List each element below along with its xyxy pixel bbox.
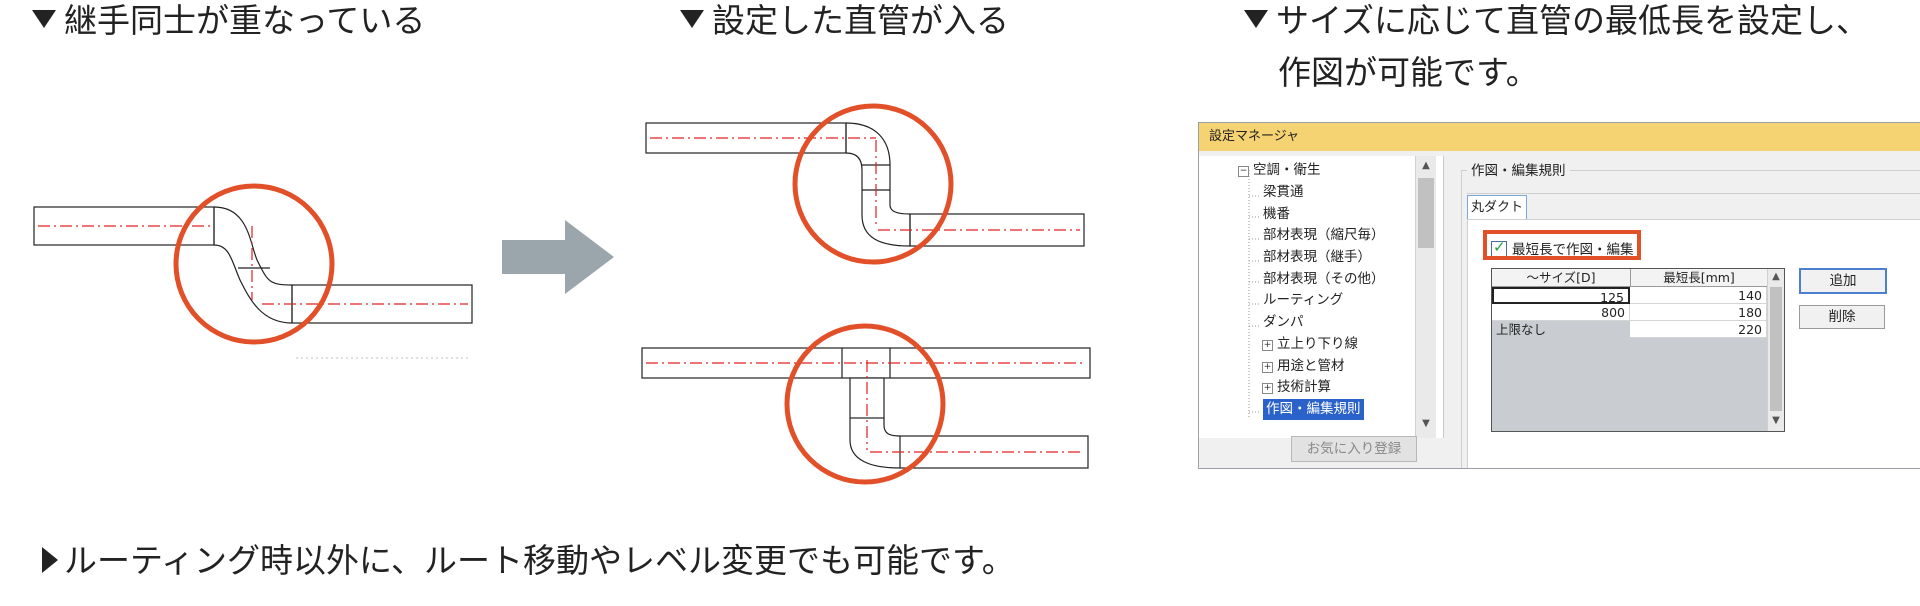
settings-tree: − 空調・衛生 梁貫通 機番 部材表現（縮尺毎） 部材表現（継手） 部材表現（そ… [1199,156,1444,438]
triangle-down-icon [32,10,56,28]
elbow-lower-inner [889,190,911,215]
table-cell-min-length[interactable]: 180 [1630,304,1767,321]
triangle-down-icon [1244,10,1268,28]
caption-overlap-text: 継手同士が重なっている [64,1,426,40]
table-header-row [1492,269,1767,287]
scroll-down-icon[interactable]: ▼ [1772,415,1780,426]
highlight-callout-box [1483,230,1641,260]
diagram-inserted-straight-offset [645,103,1085,265]
caption-min-length-line1: サイズに応じて直管の最低長を設定し、 [1276,1,1870,40]
diagram-overlapping-fittings [33,183,473,359]
tree-item-hvac[interactable]: 空調・衛生 [1253,162,1321,178]
table-cell-size[interactable]: 上限なし [1496,322,1547,337]
branch-elbow [849,418,901,469]
scrollbar-thumb[interactable] [1418,178,1434,248]
tab-round-duct[interactable]: 丸ダクト [1467,195,1527,221]
caption-min-length-line2-text: 作図が可能です。 [1278,53,1539,92]
elbow-lower [861,190,911,247]
tree-item-member-fitting[interactable]: 部材表現（継手） [1263,249,1371,265]
elbow-upper [845,122,891,190]
min-length-table[interactable]: 〜サイズ[D] 最短長[mm] 125 140 800 180 上限なし 220… [1491,268,1785,432]
tree-item-damper[interactable]: ダンパ [1263,314,1304,330]
delete-button[interactable]: 削除 [1799,305,1885,329]
table-cell-size[interactable]: 800 [1492,304,1630,321]
table-cell-min-length[interactable]: 220 [1630,321,1767,338]
tree-lines [1248,170,1259,418]
diagram-inserted-straight-tee [641,323,1091,485]
checkmark-icon: ✓ [1493,238,1506,256]
group-title: 作図・編集規則 [1467,159,1570,179]
highlight-circle [792,103,954,265]
column-header-min-length: 最短長[mm] [1630,269,1767,286]
tree-expand-icon[interactable]: + [1262,340,1273,351]
branch-elbow-inner [883,418,901,437]
highlight-circle [173,183,335,345]
caption-straight-pipe: 設定した直管が入る [680,0,1009,46]
settings-manager-window: 設定マネージャ − 空調・衛生 梁貫通 機番 部材表現（縮尺毎） 部材表現（継手… [1198,122,1920,469]
scrollbar-thumb[interactable] [1770,287,1782,411]
tree-collapse-icon[interactable]: − [1238,166,1249,177]
favorite-register-button[interactable]: お気に入り登録 [1291,436,1417,462]
table-cell-size[interactable]: 125 [1492,287,1630,305]
duct-diagrams [33,103,1091,485]
min-length-option[interactable]: ✓ 最短長で作図・編集 [1491,238,1634,258]
scroll-up-icon[interactable]: ▲ [1772,271,1780,282]
group-box-border [1461,170,1462,468]
elbow-inner [213,244,293,324]
tree-item-drawing-rules[interactable]: 作図・編集規則 [1263,399,1364,420]
group-box-border [1461,170,1920,171]
tree-expand-icon[interactable]: + [1262,383,1273,394]
tree-item-member-scale[interactable]: 部材表現（縮尺毎） [1263,227,1385,243]
tree-item-usage-materials[interactable]: 用途と管材 [1277,358,1345,374]
caption-min-length-line2: 作図が可能です。 [1278,48,1539,98]
highlight-circle [784,323,946,485]
triangle-down-icon [680,10,704,28]
caption-min-length: サイズに応じて直管の最低長を設定し、 [1244,0,1869,46]
table-cell-min-length[interactable]: 140 [1630,287,1767,304]
tree-item-routing[interactable]: ルーティング [1263,292,1344,308]
tree-scrollbar[interactable]: ▲ ▼ [1415,156,1436,438]
tree-item-technical-calc[interactable]: 技術計算 [1277,379,1331,395]
elbow-upper-inner [845,152,863,190]
caption-bottom: ルーティング時以外に、ルート移動やレベル変更でも可能です。 [42,536,1015,586]
table-scrollbar[interactable]: ▲ ▼ [1767,269,1784,431]
window-title-bar: 設定マネージャ [1199,123,1920,151]
tree-item-beam-penetration[interactable]: 梁貫通 [1263,184,1304,200]
min-length-checkbox-label: 最短長で作図・編集 [1512,242,1634,258]
column-header-size: 〜サイズ[D] [1526,270,1596,285]
scroll-up-icon[interactable]: ▲ [1422,160,1430,171]
tab-strip [1467,193,1920,194]
tree-item-riser-lines[interactable]: 立上り下り線 [1277,336,1358,352]
elbow-outer [213,206,293,286]
arrow-right-icon [502,220,614,294]
scroll-down-icon[interactable]: ▼ [1422,418,1430,429]
caption-overlap: 継手同士が重なっている [32,0,425,46]
tree-item-equipment-number[interactable]: 機番 [1263,206,1290,222]
tree-expand-icon[interactable]: + [1262,362,1273,373]
tree-item-member-other[interactable]: 部材表現（その他） [1263,271,1385,287]
caption-straight-pipe-text: 設定した直管が入る [712,1,1009,40]
caption-bottom-text: ルーティング時以外に、ルート移動やレベル変更でも可能です。 [64,541,1015,580]
add-button[interactable]: 追加 [1799,268,1887,294]
triangle-right-icon [42,547,58,573]
